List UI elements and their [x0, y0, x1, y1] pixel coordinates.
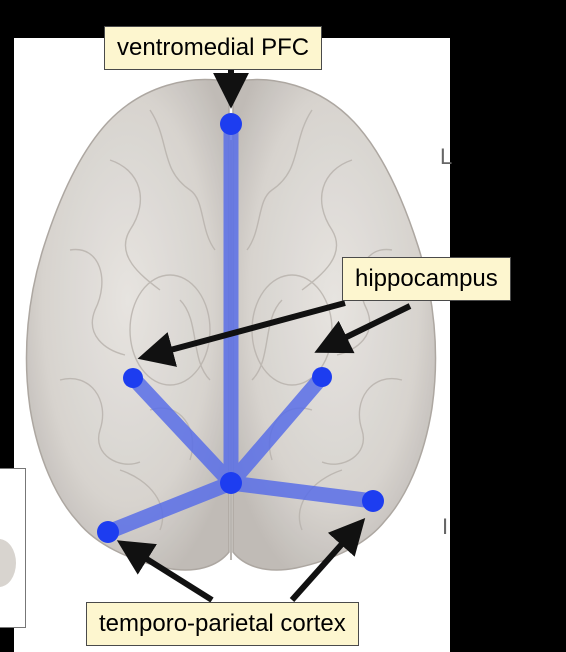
label-hippocampus: hippocampus [342, 257, 511, 301]
arrow-to-left-tpc [116, 540, 214, 603]
side-letter-lower: I [442, 514, 449, 539]
annotation-arrows [116, 66, 412, 603]
edge-left-hippocampus-hub [125, 370, 239, 491]
edge-left-tpc-hub [100, 475, 239, 540]
side-letter-upper: L [440, 144, 453, 169]
network-edges [100, 116, 381, 540]
left-inset-panel [0, 468, 26, 628]
edge-right-tpc-hub [223, 475, 381, 509]
arrow-to-right-hippocampus [314, 303, 412, 354]
node-right-tpc [362, 490, 384, 512]
node-left-tpc [97, 521, 119, 543]
node-right-hippocampus [312, 367, 332, 387]
arrow-to-right-tpc [289, 517, 366, 602]
network-nodes [97, 113, 384, 543]
label-temporo-parietal-cortex: temporo-parietal cortex [86, 602, 359, 646]
node-vmpfc [220, 113, 242, 135]
arrow-to-left-hippocampus [137, 300, 346, 367]
label-ventromedial-pfc: ventromedial PFC [104, 26, 323, 70]
node-hub [220, 472, 242, 494]
edge-right-hippocampus-hub [223, 369, 330, 491]
inset-brain-fragment [0, 539, 16, 587]
node-left-hippocampus [123, 368, 143, 388]
